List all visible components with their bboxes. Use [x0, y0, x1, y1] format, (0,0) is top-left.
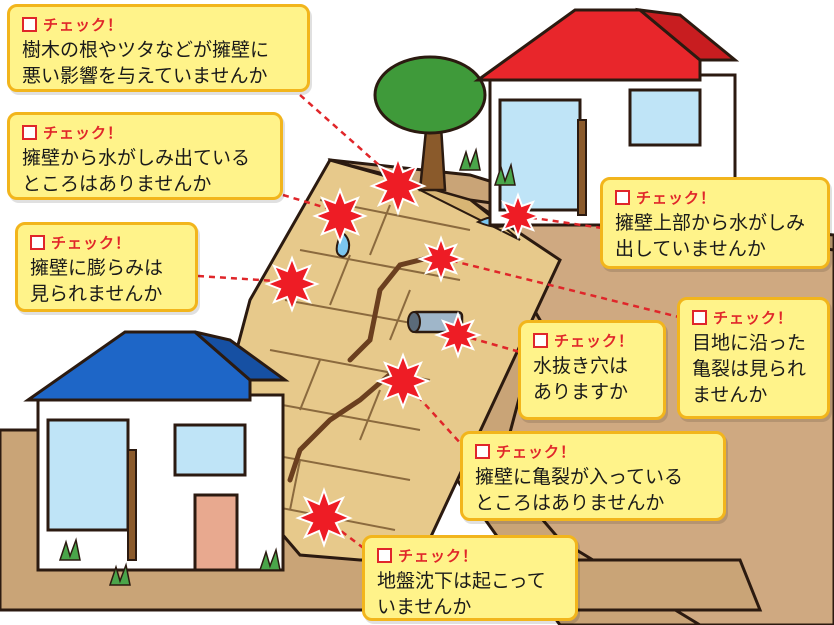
checkbox-icon[interactable] [615, 189, 630, 205]
callout-text: 擁壁から水がしみ出ているところはありませんか [22, 147, 251, 195]
burst-icon [434, 311, 482, 359]
burst-icon [369, 155, 427, 216]
check-label: チェック！ [636, 188, 717, 207]
check-label: チェック！ [43, 123, 124, 142]
check-label: チェック！ [51, 233, 132, 252]
callout-text: 樹木の根やツタなどが擁壁に悪い影響を与えていませんか [22, 39, 270, 87]
burst-markers [264, 155, 542, 548]
checkbox-icon[interactable] [30, 234, 45, 250]
callout-text: 擁壁上部から水がしみ出していませんか [615, 212, 806, 260]
callout-water-seep: チェック！ 擁壁から水がしみ出ているところはありませんか [7, 112, 283, 200]
check-label: チェック！ [496, 442, 577, 461]
burst-icon [264, 255, 320, 313]
check-label: チェック！ [554, 331, 635, 350]
checkbox-icon[interactable] [22, 124, 37, 140]
callout-bulge: チェック！ 擁壁に膨らみは見られませんか [15, 222, 198, 312]
burst-icon [494, 192, 542, 240]
callout-text: 擁壁に膨らみは見られませんか [30, 257, 164, 305]
callout-upper-seep: チェック！ 擁壁上部から水がしみ出していませんか [600, 177, 830, 269]
tree-icon [373, 55, 487, 192]
callout-subsidence: チェック！ 地盤沈下は起こっていませんか [362, 535, 578, 621]
callout-text: 水抜き穴はありますか [533, 355, 629, 403]
callout-text: 擁壁に亀裂が入っているところはありませんか [475, 466, 684, 514]
callout-text: 地盤沈下は起こっていませんか [377, 570, 546, 618]
callout-text: 目地に沿った亀裂は見られませんか [692, 332, 807, 406]
checkbox-icon[interactable] [22, 16, 37, 32]
check-label: チェック！ [713, 308, 794, 327]
wall-cracks [287, 252, 443, 483]
lower-house [23, 330, 290, 572]
burst-icon [295, 487, 353, 548]
check-label: チェック！ [398, 546, 479, 565]
burst-icon [312, 187, 368, 245]
callout-tree-roots: チェック！ 樹木の根やツタなどが擁壁に悪い影響を与えていませんか [7, 4, 310, 92]
checkbox-icon[interactable] [475, 443, 490, 459]
callout-wall-crack: チェック！ 擁壁に亀裂が入っているところはありませんか [460, 431, 726, 521]
checkbox-icon[interactable] [533, 332, 548, 348]
callout-joint-crack: チェック！ 目地に沿った亀裂は見られませんか [677, 297, 830, 419]
check-label: チェック！ [43, 15, 124, 34]
burst-icon [375, 352, 431, 410]
checkbox-icon[interactable] [377, 547, 392, 563]
grass-icon [58, 147, 516, 586]
callout-drain-hole: チェック！ 水抜き穴はありますか [518, 320, 666, 420]
burst-icon [417, 235, 465, 283]
checkbox-icon[interactable] [692, 309, 707, 325]
